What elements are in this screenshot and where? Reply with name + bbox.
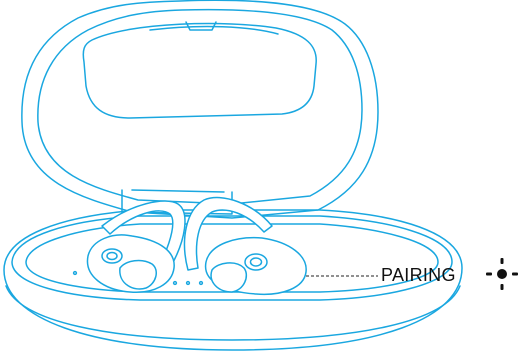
pairing-label: PAIRING bbox=[381, 265, 456, 285]
right-earbud bbox=[185, 198, 307, 295]
pairing-indicator-icon bbox=[484, 256, 520, 292]
case-lid bbox=[22, 0, 378, 218]
